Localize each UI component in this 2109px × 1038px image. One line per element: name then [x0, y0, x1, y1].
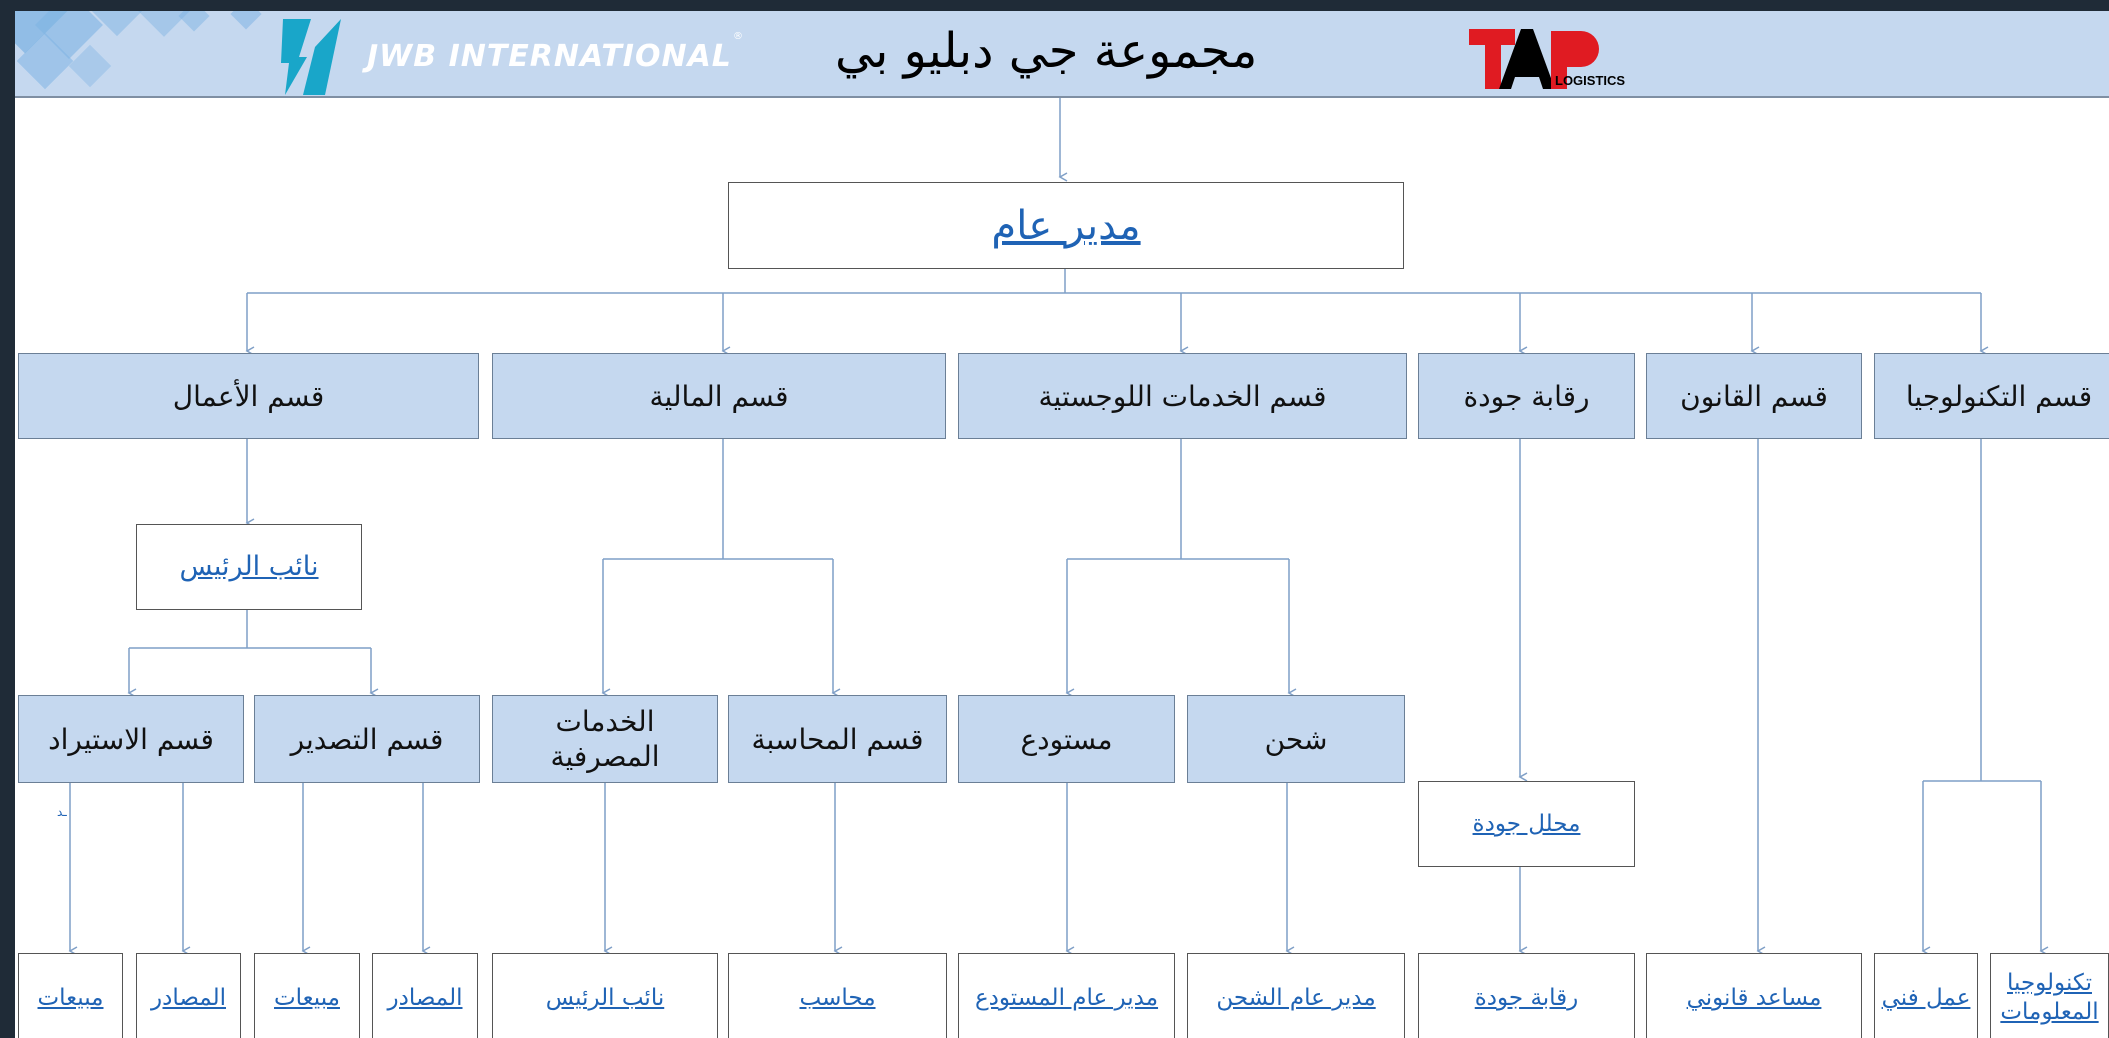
dept-quality: رقابة جودة: [1418, 353, 1635, 439]
unit-warehouse: مستودع: [958, 695, 1175, 783]
dept-law: قسم القانون: [1646, 353, 1862, 439]
dept-finance: قسم المالية: [492, 353, 946, 439]
import-sources-link[interactable]: المصادر: [151, 984, 226, 1011]
quality-analyst-box: محلل جودة: [1418, 781, 1635, 867]
general-manager-link[interactable]: مدير عام: [991, 202, 1141, 249]
technical-work-link[interactable]: عمل فني: [1881, 984, 1971, 1011]
general-manager-box: مدير عام: [728, 182, 1404, 269]
leaf-export-sales: مبيعات: [254, 953, 360, 1038]
leaf-legal-assistant: مساعد قانوني: [1646, 953, 1862, 1038]
stray-link-mark[interactable]: ـد: [57, 805, 67, 819]
quality-analyst-link[interactable]: محلل جودة: [1472, 810, 1581, 837]
vice-president-box: نائب الرئيس: [136, 524, 362, 610]
leaf-quality-control: رقابة جودة: [1418, 953, 1635, 1038]
page-title: مجموعة جي دبليو بي: [835, 23, 1258, 79]
unit-banking: الخدمات المصرفية: [492, 695, 718, 783]
dept-technology: قسم التكنولوجيا: [1874, 353, 2109, 439]
dept-business: قسم الأعمال: [18, 353, 479, 439]
leaf-shipping-gm: مدير عام الشحن: [1187, 953, 1405, 1038]
unit-import: قسم الاستيراد: [18, 695, 244, 783]
tap-logo-subtitle: LOGISTICS: [1555, 73, 1626, 88]
header-banner: JWB INTERNATIONAL ® مجموعة جي دبليو بي L…: [15, 11, 2109, 98]
export-sources-link[interactable]: المصادر: [387, 984, 463, 1011]
leaf-import-sources: المصادر: [136, 953, 241, 1038]
dept-logistics: قسم الخدمات اللوجستية: [958, 353, 1407, 439]
accountant-link[interactable]: محاسب: [799, 984, 876, 1011]
leaf-accountant: محاسب: [728, 953, 947, 1038]
leaf-it: تكنولوجيا المعلومات: [1990, 953, 2109, 1038]
leaf-warehouse-gm: مدير عام المستودع: [958, 953, 1175, 1038]
warehouse-gm-link[interactable]: مدير عام المستودع: [974, 984, 1159, 1011]
registered-mark: ®: [733, 31, 743, 42]
vice-president-link[interactable]: نائب الرئيس: [179, 551, 319, 583]
unit-accounting: قسم المحاسبة: [728, 695, 947, 783]
connector-lines: [68, 98, 2049, 956]
leaf-technical-work: عمل فني: [1874, 953, 1978, 1038]
unit-shipping: شحن: [1187, 695, 1405, 783]
import-sales-link[interactable]: مبيعات: [37, 984, 104, 1011]
legal-assistant-link[interactable]: مساعد قانوني: [1686, 984, 1822, 1011]
leaf-import-sales: مبيعات: [18, 953, 123, 1038]
export-sales-link[interactable]: مبيعات: [274, 984, 340, 1011]
jwb-logo-text: JWB INTERNATIONAL: [367, 39, 732, 74]
banking-vp-link[interactable]: نائب الرئيس: [545, 984, 665, 1011]
quality-control-link[interactable]: رقابة جودة: [1474, 984, 1579, 1011]
shipping-gm-link[interactable]: مدير عام الشحن: [1216, 984, 1376, 1011]
tap-logistics-logo-icon: [1469, 29, 1599, 89]
unit-export: قسم التصدير: [254, 695, 480, 783]
it-link[interactable]: تكنولوجيا المعلومات: [2000, 970, 2099, 1025]
org-chart-page: JWB INTERNATIONAL ® مجموعة جي دبليو بي L…: [15, 11, 2109, 1038]
jwb-logo-icon: [281, 19, 341, 95]
leaf-banking-vp: نائب الرئيس: [492, 953, 718, 1038]
leaf-export-sources: المصادر: [372, 953, 478, 1038]
